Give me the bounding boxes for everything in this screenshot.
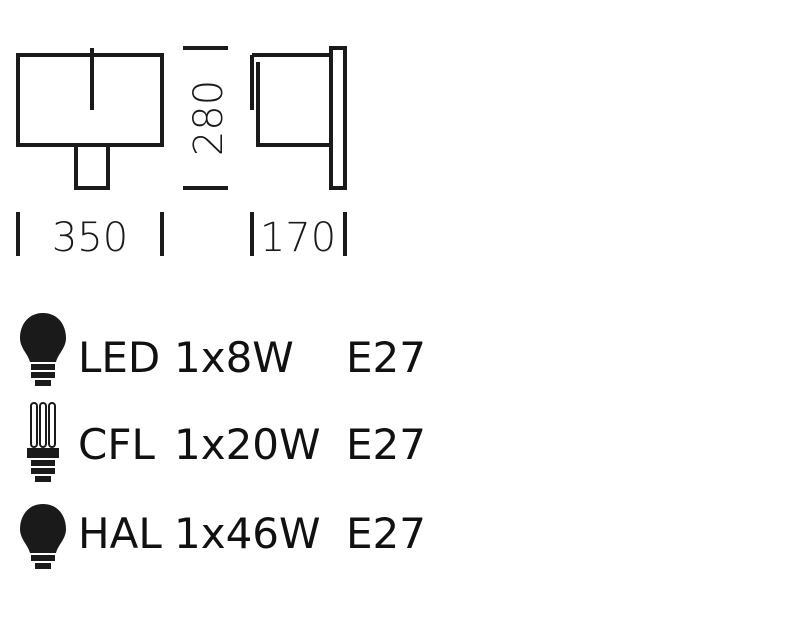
- depth-dimension: [250, 212, 347, 256]
- spec-socket: E27: [346, 333, 426, 382]
- spec-power: 1x8W: [174, 333, 294, 382]
- spec-type: LED: [78, 333, 160, 382]
- width-dimension: [16, 212, 164, 256]
- front-view: [16, 48, 164, 190]
- spec-socket: E27: [346, 509, 426, 558]
- halogen-bulb-icon: [20, 504, 66, 569]
- spec-socket: E27: [346, 420, 426, 469]
- side-view-backplate: [329, 46, 347, 190]
- depth-dimension-label: 170: [260, 215, 336, 261]
- spec-power: 1x46W: [174, 509, 321, 558]
- spec-row-hal: HAL 1x46W E27: [78, 509, 426, 558]
- side-view: [250, 46, 347, 190]
- spec-row-led: LED 1x8W E27: [78, 333, 426, 382]
- spec-type: HAL: [78, 509, 162, 558]
- spec-type: CFL: [78, 420, 155, 469]
- front-view-mount: [74, 143, 110, 190]
- height-dimension: [183, 46, 228, 190]
- cfl-bulb-icon: [27, 402, 59, 482]
- spec-power: 1x20W: [174, 420, 321, 469]
- height-dimension-label: 280: [186, 80, 232, 156]
- spec-row-cfl: CFL 1x20W E27: [78, 420, 426, 469]
- width-dimension-label: 350: [52, 215, 128, 261]
- led-bulb-icon: [20, 313, 66, 386]
- side-view-shade-inner: [256, 62, 331, 147]
